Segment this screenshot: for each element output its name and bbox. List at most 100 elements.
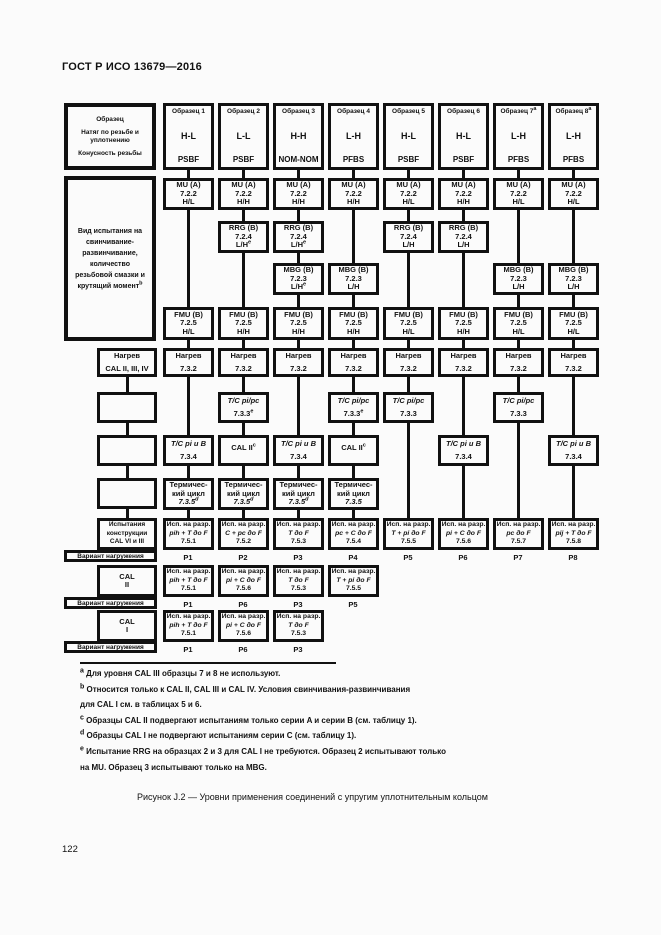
sample-taper: PFBS — [343, 155, 364, 165]
tc-test: T/C pi/pc — [338, 396, 370, 406]
cal-iv-load-variant-7: P7 — [513, 553, 523, 562]
failure-test-load: T до F — [288, 530, 308, 539]
footnote-mark: e — [250, 408, 254, 414]
failure-test-clause: 7.5.1 — [181, 630, 196, 639]
failure-test-title: Исп. на разр. — [552, 521, 596, 530]
failure-test-load-text: pc + C до F — [335, 529, 372, 537]
mu-condition: H/L — [182, 198, 194, 207]
fmu-condition-text: H/L — [567, 326, 580, 336]
heat-title-text: Нагрев — [505, 351, 532, 360]
heat-clause-text: 7.3.2 — [455, 363, 472, 373]
heat-clause: 7.3.2 — [510, 364, 527, 374]
sample-name: Образец 5 — [392, 108, 425, 117]
heat-title: Нагрев — [450, 351, 476, 361]
fmu-clause-text: 7.2.5 — [180, 318, 197, 328]
failure-test-title-text: Исп. на разр. — [166, 613, 211, 621]
rrg-clause-text: 7.2.4 — [290, 231, 307, 241]
document-header: ГОСТ Р ИСО 13679—2016 — [62, 61, 202, 73]
failure-test-title-text: Исп. на разр. — [386, 521, 431, 529]
mu-test: MU (A) — [451, 181, 475, 190]
failure-test-load: T + pi до F — [391, 530, 425, 539]
final-legend-l1-text: Испытания — [108, 521, 146, 529]
footnotes: a Для уровня CAL III образцы 7 и 8 не ис… — [80, 662, 520, 775]
failure-test-clause-text: 7.5.5 — [400, 538, 417, 546]
legend-taper-label: Конусность резьбы — [78, 150, 142, 158]
mu-clause: 7.2.2 — [180, 189, 197, 199]
mu-test-text: MU (A) — [286, 180, 311, 190]
rrg-clause-text: 7.2.4 — [235, 231, 252, 241]
cal2-load-variant-1: P1 — [183, 600, 193, 609]
rrg-test: RRG (B) — [284, 224, 313, 233]
mu-clause: 7.2.2 — [400, 189, 417, 199]
mu-condition-text: H/H — [292, 197, 305, 207]
legend-load-label: Натяг по резьбе и уплотнению — [72, 129, 148, 145]
heat-clause: 7.3.2 — [345, 364, 362, 374]
tc-clause-text: 7.3.3 — [510, 408, 527, 418]
heat-clause: 7.3.2 — [290, 364, 307, 374]
failure-test-load-text: pij + T до F — [555, 529, 592, 537]
thermal-l1: Термичес- — [334, 481, 372, 490]
sample-taper: PSBF — [453, 155, 474, 165]
row7-test: T/C pi и B — [171, 439, 206, 449]
footnote-mark: b — [139, 280, 143, 287]
mu-clause: 7.2.2 — [290, 189, 307, 199]
row7-test: CAL IIc — [341, 443, 366, 453]
footnote-text: Образцы CAL II подвергают испытаниям тол… — [86, 715, 417, 725]
page-number: 122 — [62, 844, 78, 855]
heat-clause-text: 7.3.2 — [565, 363, 582, 373]
mbg-condition-text: L/H — [347, 282, 360, 292]
failure-test-clause: 7.5.3 — [291, 538, 306, 547]
footnote-mark: c — [252, 442, 256, 449]
thermal-clause-text: 7.3.5 — [233, 497, 251, 507]
mu-test-text: MU (A) — [506, 180, 531, 190]
failure-test-clause-text: 7.5.7 — [510, 538, 527, 546]
rrg-condition-text: L/H — [457, 240, 470, 250]
cal2-label-text: CAL — [119, 571, 135, 581]
cal2-load-variant-4: P5 — [348, 600, 358, 609]
mu-condition-text: H/H — [237, 197, 250, 207]
thermal-clause: 7.3.5d — [233, 496, 254, 507]
failure-test-title: Исп. на разр. — [167, 521, 211, 530]
row7-clause: 7.3.4 — [565, 452, 582, 462]
rrg-test: RRG (B) — [449, 224, 478, 233]
legend-taper-label-text: Конусность резьбы — [78, 149, 142, 157]
row7-clause: 7.3.4 — [180, 452, 197, 462]
legend-empty-box-1 — [97, 392, 157, 423]
sample-taper-text: PFBS — [562, 154, 585, 164]
thermal-clause-text: 7.3.5 — [288, 497, 306, 507]
failure-test-title: Исп. на разр. — [222, 521, 266, 530]
failure-test-title-text: Исп. на разр. — [276, 521, 321, 529]
failure-test-title: Исп. на разр. — [332, 521, 376, 530]
footnote-mark: d — [250, 496, 254, 503]
heat-title-text: Нагрев — [230, 351, 257, 360]
mu-test-text: MU (A) — [341, 180, 366, 190]
fmu-clause: 7.2.5 — [235, 319, 252, 328]
rrg-clause: 7.2.4 — [400, 231, 417, 242]
rrg-clause-text: 7.2.4 — [400, 231, 417, 241]
footnote-c: c Образцы CAL II подвергают испытаниям т… — [80, 713, 520, 729]
legend-sample-label-text: Образец — [96, 115, 124, 123]
failure-test-clause-text: 7.5.8 — [565, 538, 582, 546]
fmu-clause: 7.2.5 — [180, 319, 197, 328]
sample-name-text: Образец 4 — [337, 108, 370, 115]
mbg-condition: L/H — [512, 283, 524, 292]
mbg-condition-text: L/H — [290, 282, 304, 292]
footnote-mark: c — [80, 714, 84, 722]
heat-title: Нагрев — [395, 351, 421, 361]
fmu-condition: H/H — [457, 327, 470, 337]
failure-test-title: Исп. на разр. — [332, 568, 376, 577]
mu-clause-text: 7.2.2 — [345, 188, 362, 198]
